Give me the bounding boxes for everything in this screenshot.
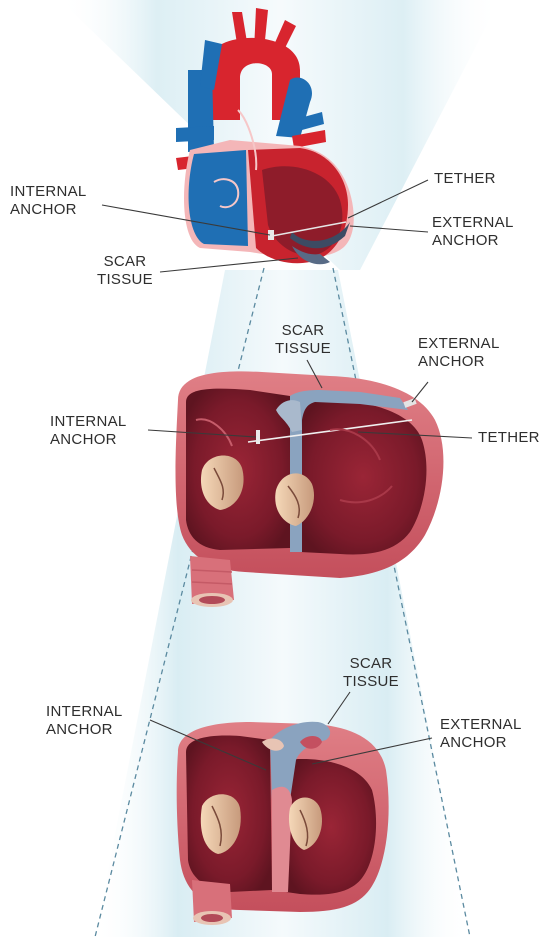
- leader-external-anchor-middle: [412, 382, 428, 402]
- label-external-anchor-bottom: EXTERNAL ANCHOR: [440, 716, 522, 752]
- cross-section-bottom: [177, 722, 389, 925]
- label-internal-anchor-bottom: INTERNAL ANCHOR: [46, 703, 123, 739]
- label-scar-tissue-middle: SCAR TISSUE: [266, 322, 340, 358]
- leader-scar-tissue-top: [160, 258, 298, 272]
- label-scar-tissue-bottom: SCAR TISSUE: [334, 655, 408, 691]
- label-external-anchor-middle: EXTERNAL ANCHOR: [418, 335, 500, 371]
- label-scar-tissue-top: SCAR TISSUE: [90, 253, 160, 289]
- label-tether-middle: TETHER: [478, 429, 540, 447]
- label-internal-anchor-top: INTERNAL ANCHOR: [10, 183, 87, 219]
- label-tether-top: TETHER: [434, 170, 496, 188]
- cross-section-middle: [176, 371, 444, 607]
- label-external-anchor-top: EXTERNAL ANCHOR: [432, 214, 514, 250]
- label-internal-anchor-middle: INTERNAL ANCHOR: [50, 413, 127, 449]
